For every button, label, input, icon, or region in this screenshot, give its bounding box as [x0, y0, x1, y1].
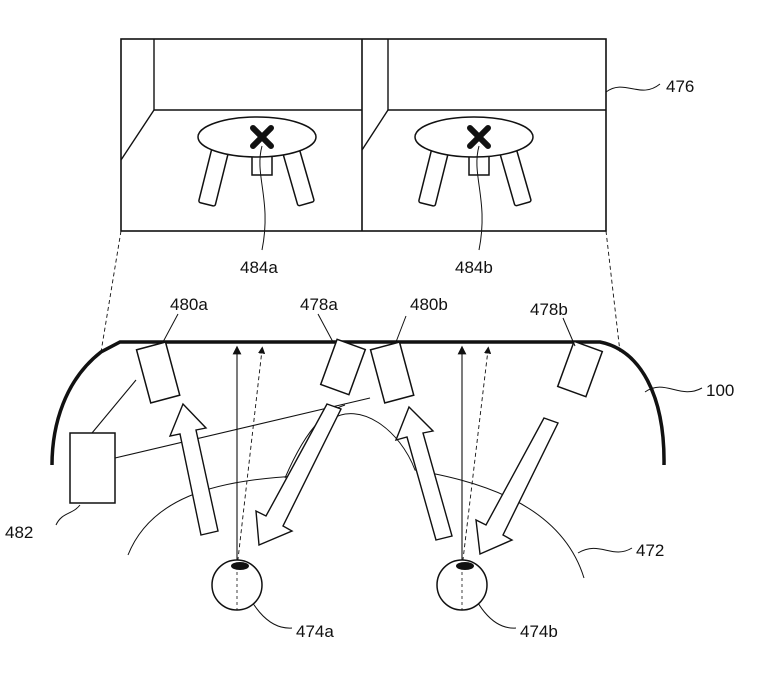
eye-right: [437, 560, 487, 610]
light-arrows: [170, 404, 558, 554]
label-100: 100: [706, 381, 734, 400]
label-480b: 480b: [410, 295, 448, 314]
label-478b: 478b: [530, 300, 568, 319]
label-478a: 478a: [300, 295, 338, 314]
label-484b: 484b: [455, 258, 493, 277]
label-484a: 484a: [240, 258, 278, 277]
emitter-480a: [137, 342, 180, 403]
camera-478b: [558, 341, 603, 396]
eye-left: [212, 560, 262, 610]
label-474a: 474a: [296, 622, 334, 641]
emitter-480b: [371, 342, 414, 403]
label-474b: 474b: [520, 622, 558, 641]
processor-box: [70, 433, 115, 503]
label-476: 476: [666, 77, 694, 96]
label-482: 482: [5, 523, 33, 542]
projection-lines: [101, 231, 620, 352]
label-472: 472: [636, 541, 664, 560]
camera-478a: [321, 339, 366, 394]
label-480a: 480a: [170, 295, 208, 314]
